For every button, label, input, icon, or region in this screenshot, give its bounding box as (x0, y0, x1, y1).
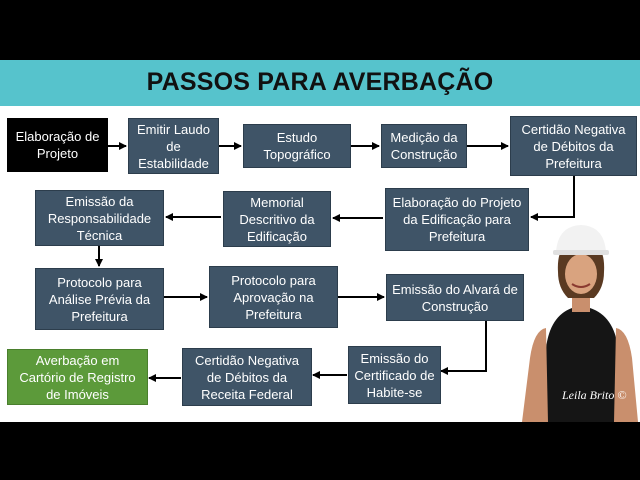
signature-watermark: Leila Brito © (562, 388, 626, 403)
step-laudo-estabilidade: Emitir Laudo de Estabilidade (128, 118, 219, 174)
step-protocolo-analise: Protocolo para Análise Prévia da Prefeit… (35, 268, 164, 330)
step-medicao-construcao: Medição da Construção (381, 124, 467, 168)
arrow-11-12 (441, 321, 486, 371)
step-estudo-topografico: Estudo Topográfico (243, 124, 351, 168)
step-protocolo-aprovacao: Protocolo para Aprovação na Prefeitura (209, 266, 338, 328)
step-certidao-prefeitura: Certidão Negativa de Débitos da Prefeitu… (510, 116, 637, 176)
step-habite-se: Emissão do Certificado de Habite-se (348, 346, 441, 404)
arrow-5-6 (531, 176, 574, 217)
step-memorial-descritivo: Memorial Descritivo da Edificação (223, 191, 331, 247)
step-alvara-construcao: Emissão do Alvará de Construção (386, 274, 524, 321)
step-responsabilidade-tecnica: Emissão da Responsabilidade Técnica (35, 190, 164, 246)
step-elaboracao-projeto: Elaboração de Projeto (7, 118, 108, 172)
step-averbacao-cartorio: Averbação em Cartório de Registro de Imó… (7, 349, 148, 405)
slide: PASSOS PARA AVERBAÇÃO (0, 60, 640, 422)
step-certidao-receita-federal: Certidão Negativa de Débitos da Receita … (182, 348, 312, 406)
step-projeto-edificacao: Elaboração do Projeto da Edificação para… (385, 188, 529, 251)
